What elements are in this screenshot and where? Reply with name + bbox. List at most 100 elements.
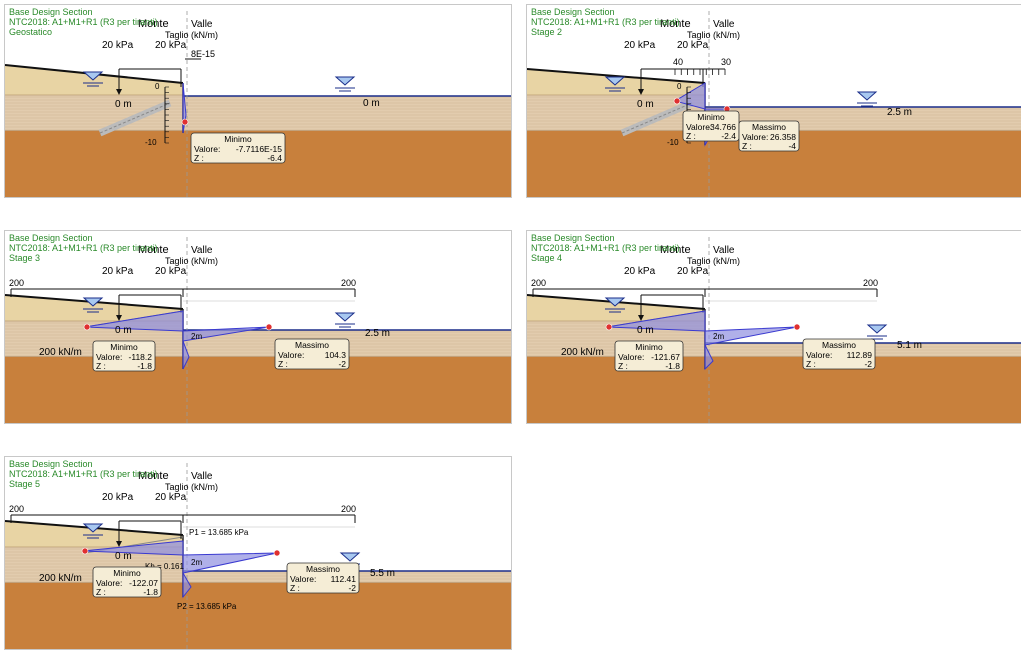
shear-diagram bbox=[606, 310, 798, 371]
scale-left-value: 200 bbox=[9, 278, 24, 288]
upstream-slope-line bbox=[527, 68, 706, 84]
extreme-marker-icon bbox=[181, 118, 189, 126]
callout-z-label: Z : bbox=[278, 359, 288, 369]
upstream-sky bbox=[5, 5, 183, 83]
callout-z-label: Z : bbox=[806, 359, 816, 369]
kh-label: Kh = 0.161 bbox=[145, 562, 184, 571]
load-label-right: 20 kPa bbox=[677, 40, 709, 51]
anchor-icon bbox=[98, 99, 172, 137]
header-line1: Base Design Section bbox=[9, 233, 93, 243]
callout-valore-label: Valore: bbox=[96, 578, 122, 588]
panel-stage-3: Monte Valle Taglio (kN/m) 20 kPa 20 kPa … bbox=[4, 230, 512, 424]
callout-valore-label: Valore: bbox=[742, 132, 768, 142]
callout-z: -2 bbox=[338, 359, 346, 369]
stage-title: Stage 3 bbox=[9, 253, 41, 263]
callout-title: Massimo bbox=[752, 122, 786, 132]
p2-label: P2 = 13.685 kPa bbox=[177, 602, 237, 611]
depth-left-label: 0 m bbox=[115, 551, 132, 562]
header-line2: NTC2018: A1+M1+R1 (R3 per tiranti) bbox=[531, 17, 680, 27]
scale-left-value: 40 bbox=[673, 57, 683, 67]
layer-stripes bbox=[5, 94, 511, 132]
valle-label: Valle bbox=[713, 19, 735, 30]
water-table-triangle bbox=[334, 76, 356, 86]
callout-title: Minimo bbox=[635, 342, 663, 352]
load-label-right: 20 kPa bbox=[677, 266, 709, 277]
stage-section-drawing: Monte Valle Taglio (kN/m) 20 kPa 20 kPa … bbox=[5, 231, 511, 423]
callout-z-label: Z : bbox=[686, 131, 696, 141]
header-line2: NTC2018: A1+M1+R1 (R3 per tiranti) bbox=[9, 243, 158, 253]
callout-valore: -7.7116E-15 bbox=[236, 144, 282, 154]
panel-header: Base Design Section NTC2018: A1+M1+R1 (R… bbox=[9, 459, 158, 489]
shear-scale-bar bbox=[674, 68, 726, 75]
load-label-left: 20 kPa bbox=[102, 266, 134, 277]
depth-right-label: 0 m bbox=[363, 98, 380, 109]
water-table-triangle bbox=[82, 71, 104, 81]
load-label-left: 20 kPa bbox=[624, 266, 656, 277]
callout-title: Massimo bbox=[295, 340, 329, 350]
depth-left-label: 0 m bbox=[115, 325, 132, 336]
callout-z: -1.8 bbox=[665, 361, 680, 371]
depth-left-label: 0 m bbox=[115, 99, 132, 110]
upstream-sky bbox=[527, 5, 705, 83]
callout-valore-label: Valore: bbox=[806, 350, 832, 360]
depth-right-label: 2.5 m bbox=[887, 107, 912, 118]
water-table-icon bbox=[604, 297, 626, 313]
callout-valore: -121.67 bbox=[651, 352, 680, 362]
callout-z: -2 bbox=[864, 359, 872, 369]
header-line1: Base Design Section bbox=[9, 7, 93, 17]
depth-right-label: 5.5 m bbox=[370, 568, 395, 579]
load-label-right: 20 kPa bbox=[155, 40, 187, 51]
callout-valore-label: Valore: bbox=[290, 574, 316, 584]
header-line2: NTC2018: A1+M1+R1 (R3 per tiranti) bbox=[9, 17, 158, 27]
callout-title: Massimo bbox=[822, 340, 856, 350]
callout-z: -4 bbox=[788, 141, 796, 151]
water-table-triangle bbox=[334, 312, 356, 322]
panel-header: Base Design Section NTC2018: A1+M1+R1 (R… bbox=[9, 7, 158, 37]
excavation-void bbox=[705, 231, 1021, 343]
monte-label: Monte bbox=[660, 244, 691, 256]
surcharge-load bbox=[116, 294, 182, 321]
water-table-icon bbox=[82, 297, 104, 313]
shear-scale-bar bbox=[10, 288, 356, 302]
callout-valore-label: Valore: bbox=[686, 122, 712, 132]
load-label-right: 20 kPa bbox=[155, 492, 187, 503]
stage-section-drawing: Monte Valle Taglio (kN/m) 20 kPa 20 kPa … bbox=[527, 5, 1021, 197]
water-table-icon bbox=[856, 91, 878, 107]
load-label-left: 20 kPa bbox=[102, 492, 134, 503]
stage-title: Stage 4 bbox=[531, 253, 563, 263]
header-line2: NTC2018: A1+M1+R1 (R3 per tiranti) bbox=[531, 243, 680, 253]
callout-z: -6.4 bbox=[267, 153, 282, 163]
callout-valore-label: Valore: bbox=[278, 350, 304, 360]
header-line1: Base Design Section bbox=[531, 233, 615, 243]
stage-title: Stage 5 bbox=[9, 479, 41, 489]
callout-z-label: Z : bbox=[194, 153, 204, 163]
stage-section-drawing: Monte Valle Taglio (kN/m) 20 kPa 20 kPa … bbox=[5, 457, 511, 649]
taglio-label: Taglio (kN/m) bbox=[165, 482, 218, 492]
water-table-icon bbox=[334, 76, 356, 92]
callout-z-label: Z : bbox=[96, 361, 106, 371]
valle-label: Valle bbox=[191, 19, 213, 30]
callout-valore: 112.41 bbox=[331, 574, 357, 584]
water-table-icon bbox=[334, 312, 356, 328]
water-table-triangle bbox=[339, 552, 361, 562]
taglio-label: Taglio (kN/m) bbox=[687, 30, 740, 40]
callout-title: Minimo bbox=[110, 342, 138, 352]
header-line1: Base Design Section bbox=[9, 459, 93, 469]
clay-layer bbox=[5, 583, 511, 649]
callout-z: -1.8 bbox=[137, 361, 152, 371]
surcharge-load bbox=[638, 294, 704, 321]
surcharge-load bbox=[116, 68, 182, 95]
shear-diagram bbox=[84, 310, 270, 370]
anchor-icon bbox=[620, 99, 694, 137]
callout-valore-label: Valore: bbox=[96, 352, 122, 362]
water-table-triangle bbox=[866, 324, 888, 334]
callout-valore-label: Valore: bbox=[194, 144, 220, 154]
callout-title: Massimo bbox=[306, 564, 340, 574]
sand-layer-striped bbox=[5, 95, 511, 131]
ruler-tick-minus10: -10 bbox=[145, 138, 157, 147]
